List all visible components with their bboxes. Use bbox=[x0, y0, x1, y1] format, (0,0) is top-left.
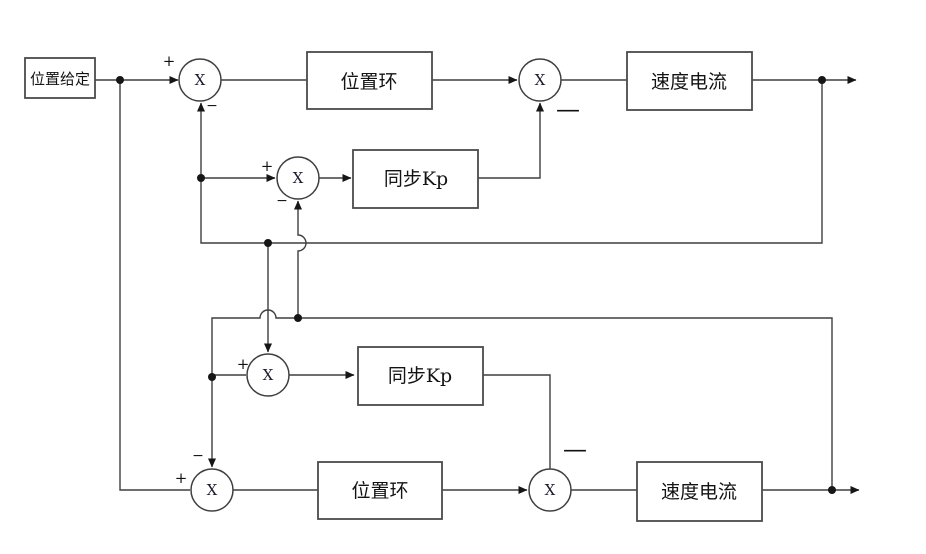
block-sync-kp-top: 同步Kp bbox=[352, 149, 479, 209]
sum5-minus-sign: − bbox=[192, 448, 204, 464]
sum4-plus-sign: + bbox=[237, 355, 250, 373]
block-sync-kp-top-box bbox=[352, 149, 479, 209]
sum-junction-6-symbol: X bbox=[545, 481, 556, 499]
block-speed-current-top-box bbox=[626, 51, 753, 111]
sum-junction-2: X bbox=[518, 58, 562, 102]
block-speed-current-bottom-label: 速度电流 bbox=[661, 481, 737, 503]
block-sync-kp-bottom: 同步Kp bbox=[357, 346, 484, 406]
junction-dot bbox=[294, 314, 302, 322]
wire-feedback-bottom bbox=[208, 309, 833, 490]
junction-dot bbox=[116, 76, 124, 84]
junction-dot bbox=[197, 174, 205, 182]
wire-synckp-bottom-to-sum6-minus bbox=[483, 374, 551, 469]
block-position-loop-bottom-box bbox=[317, 461, 443, 520]
sum-junction-4-symbol: X bbox=[263, 366, 274, 384]
wire-ref-to-sum5 bbox=[119, 80, 190, 491]
block-position-ref-box bbox=[24, 57, 96, 99]
sum-junction-3: X bbox=[276, 156, 320, 200]
block-position-ref-label: 位置给定 bbox=[30, 70, 90, 88]
wire-synckp-top-to-sum2-minus bbox=[478, 102, 544, 179]
sum1-plus-sign: + bbox=[163, 52, 176, 70]
sum3-minus-sign: − bbox=[276, 193, 288, 209]
block-speed-current-bottom-box bbox=[636, 461, 763, 522]
connectors bbox=[95, 76, 860, 494]
sum-junction-3-circle bbox=[276, 156, 320, 200]
junction-dots bbox=[116, 76, 836, 494]
block-speed-current-top: 速度电流 bbox=[626, 51, 753, 111]
block-position-loop-top-label: 位置环 bbox=[340, 71, 397, 93]
sum5-plus-sign: + bbox=[175, 469, 188, 487]
block-sync-kp-bottom-box bbox=[357, 346, 484, 406]
block-position-loop-bottom: 位置环 bbox=[317, 461, 443, 520]
block-position-ref: 位置给定 bbox=[24, 57, 96, 99]
sum-junction-5-circle bbox=[190, 468, 234, 512]
junction-dot bbox=[828, 486, 836, 494]
sum-junction-6: X bbox=[528, 468, 572, 512]
block-position-loop-bottom-label: 位置环 bbox=[351, 480, 408, 502]
sum-junction-1-symbol: X bbox=[195, 71, 206, 89]
sum-junction-1: X bbox=[178, 58, 222, 102]
junction-dot bbox=[818, 76, 826, 84]
junction-dot bbox=[208, 373, 216, 381]
block-sync-kp-bottom-label: 同步Kp bbox=[388, 365, 452, 387]
sum1-minus-sign: − bbox=[206, 98, 218, 114]
block-speed-current-top-label: 速度电流 bbox=[651, 71, 727, 93]
sum-junction-5-symbol: X bbox=[207, 481, 218, 499]
block-position-loop-top-box bbox=[306, 51, 433, 110]
wire-fb2-to-sum3-minus bbox=[294, 200, 307, 318]
sum-junction-1-circle bbox=[178, 58, 222, 102]
sum-junction-2-circle bbox=[518, 58, 562, 102]
wire-feedback-top bbox=[197, 80, 823, 244]
block-speed-current-bottom: 速度电流 bbox=[636, 461, 763, 522]
sum-junction-2-symbol: X bbox=[535, 71, 546, 89]
sum2-minus-sign: — bbox=[556, 95, 580, 123]
sum6-minus-sign: — bbox=[563, 435, 587, 463]
junction-dot bbox=[264, 239, 272, 247]
block-sync-kp-top-label: 同步Kp bbox=[384, 168, 448, 190]
sum-junction-5: X bbox=[190, 468, 234, 512]
sum-junction-3-symbol: X bbox=[293, 169, 304, 187]
sum3-plus-sign: + bbox=[261, 157, 274, 175]
sum-junction-4-circle bbox=[246, 353, 290, 397]
sum-junction-4: X bbox=[246, 353, 290, 397]
sum-junction-6-circle bbox=[528, 468, 572, 512]
block-position-loop-top: 位置环 bbox=[306, 51, 433, 110]
sign-labels: + − — + − + + − — bbox=[163, 52, 587, 487]
